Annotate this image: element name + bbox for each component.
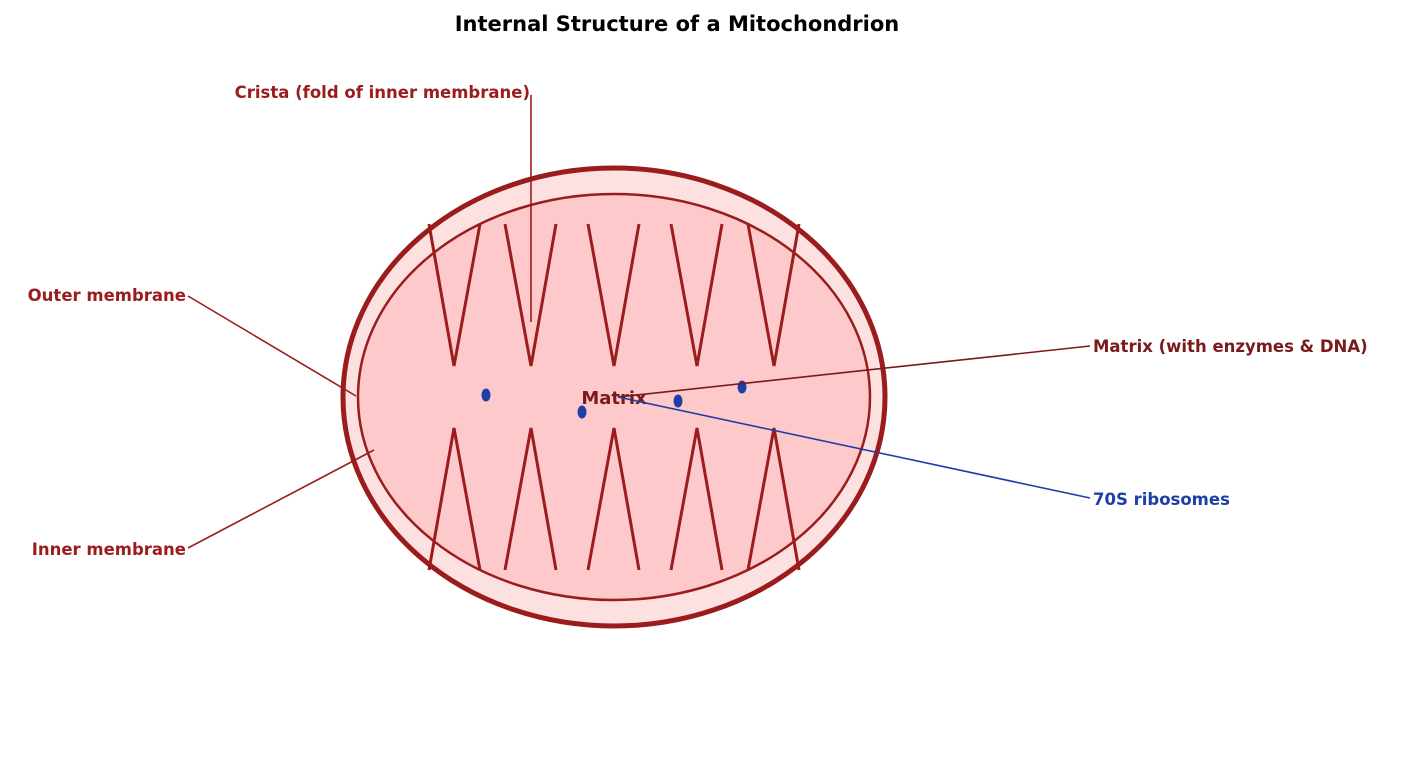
ribosome-dot	[577, 405, 587, 419]
ribosomes-leader-line	[617, 396, 1091, 499]
inner-membrane	[356, 192, 872, 602]
outer-membrane-label: Outer membrane	[28, 286, 186, 305]
crista-fold	[746, 223, 801, 367]
matrix-label: Matrix (with enzymes & DNA)	[1093, 337, 1368, 356]
crista-fold	[427, 223, 482, 367]
inner-membrane-leader-line	[187, 449, 375, 549]
cristae-bottom	[427, 427, 801, 571]
outer-membrane-leader-line	[187, 295, 357, 397]
matrix-center-label: Matrix	[581, 388, 647, 409]
crista-fold	[427, 427, 482, 571]
crista-fold	[503, 427, 558, 571]
crista-fold	[586, 223, 641, 367]
inner-membrane-label: Inner membrane	[32, 540, 186, 559]
diagram-title: Internal Structure of a Mitochondrion	[455, 12, 900, 36]
ribosome-dot	[737, 380, 747, 394]
ribosomes-label: 70S ribosomes	[1093, 490, 1230, 509]
cristae-top	[427, 223, 801, 367]
crista-fold	[503, 223, 558, 367]
crista-fold	[669, 223, 724, 367]
crista-label: Crista (fold of inner membrane)	[235, 83, 530, 102]
crista-fold	[586, 427, 641, 571]
crista-fold	[746, 427, 801, 571]
ribosome-dot	[481, 388, 491, 402]
matrix-leader-line	[617, 345, 1091, 398]
ribosome-dot	[673, 394, 683, 408]
crista-fold	[669, 427, 724, 571]
